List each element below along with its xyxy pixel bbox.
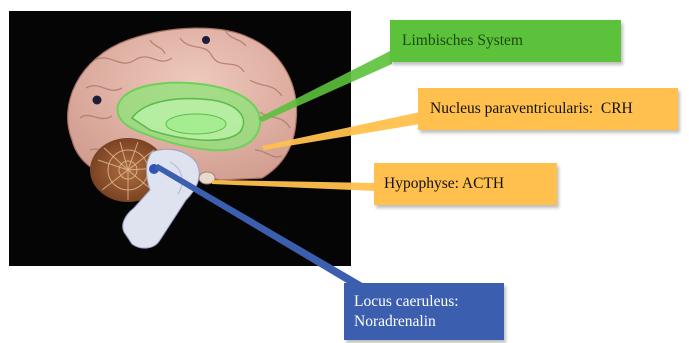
paraventricular-text: Nucleus paraventricularis: CRH <box>430 99 633 118</box>
thalamus <box>166 114 226 134</box>
marker-pin <box>93 96 102 105</box>
pituitary-text: Hypophyse: ACTH <box>384 174 504 193</box>
locus-caeruleus-line2: Noradrenalin <box>354 312 436 331</box>
locus-caeruleus-line1: Locus caeruleus: <box>354 292 459 311</box>
limbic-system-label: Limbisches System <box>390 20 621 62</box>
marker-pin <box>202 36 210 44</box>
pituitary-pointer <box>212 180 376 191</box>
paraventricular-label: Nucleus paraventricularis: CRH <box>418 88 678 130</box>
pituitary-label: Hypophyse: ACTH <box>374 163 557 205</box>
locus-caeruleus-label: Locus caeruleus: Noradrenalin <box>344 283 504 340</box>
limbic-system-text: Limbisches System <box>402 31 523 50</box>
